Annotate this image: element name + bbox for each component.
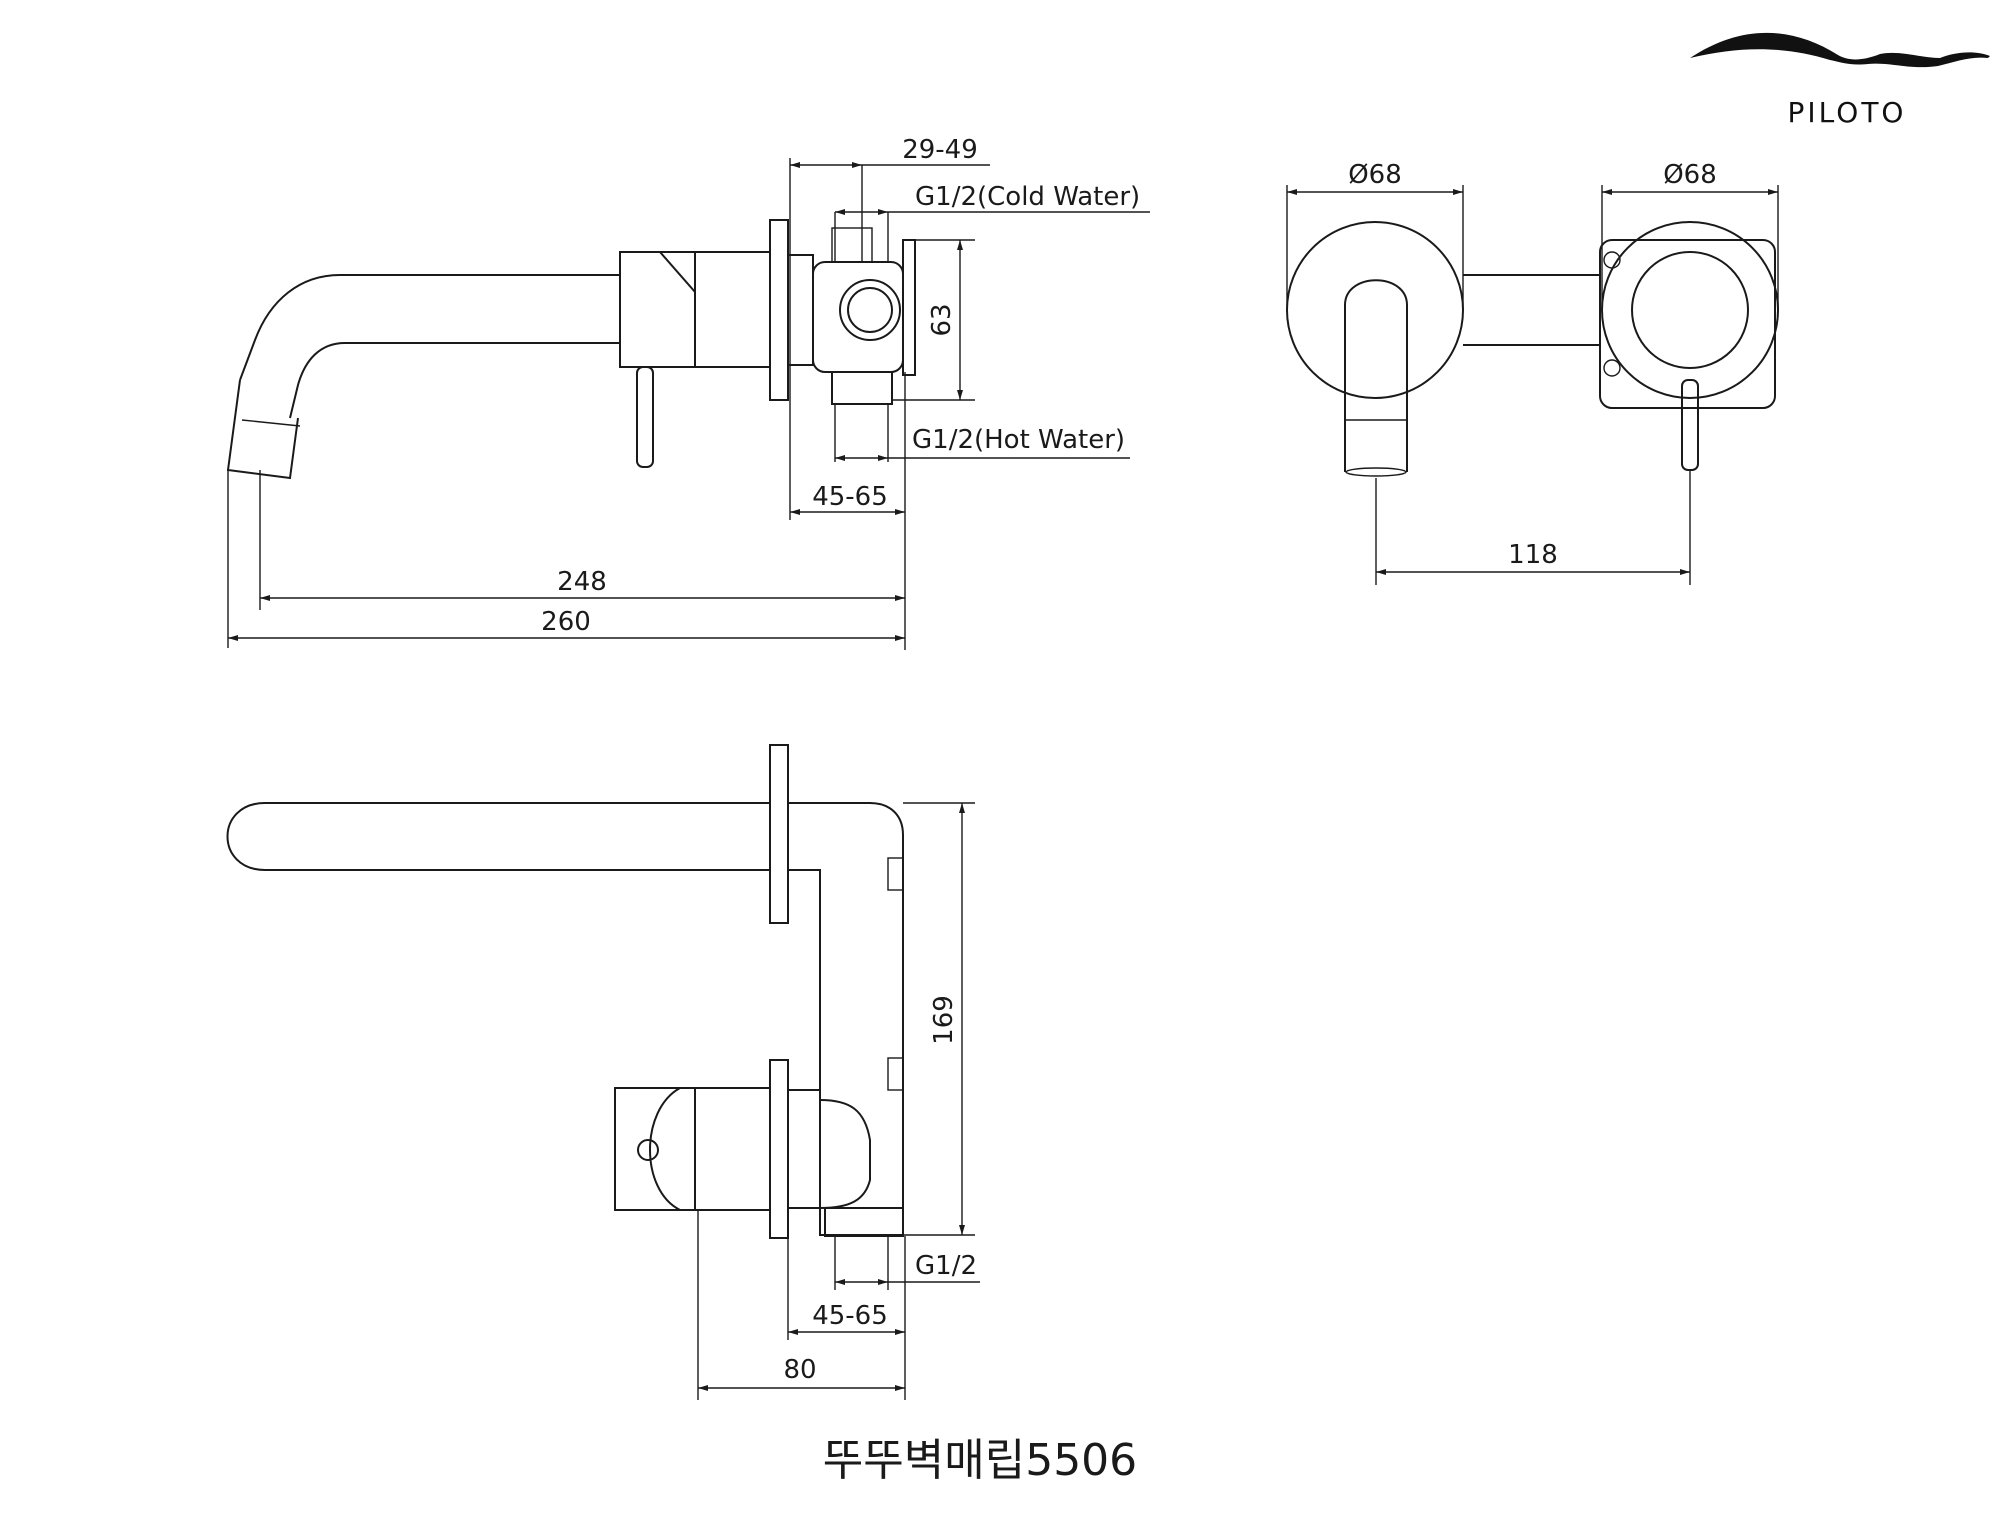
dim-80: 80: [783, 1355, 816, 1385]
logo-wave-icon: [1690, 32, 1990, 68]
dim-63: 63: [927, 303, 957, 336]
product-caption: 뚜뚜벽매립5506: [823, 1435, 1137, 1486]
cold-water-label: G1/2(Cold Water): [915, 182, 1140, 212]
top-view: 169 G1/2 45-65 80: [226, 744, 980, 1400]
diameter-left: Ø68: [1348, 160, 1402, 190]
dim-169: 169: [929, 995, 959, 1045]
diameter-right: Ø68: [1663, 160, 1717, 190]
g12-label: G1/2: [915, 1251, 977, 1281]
piloto-logo: PILOTO: [1690, 32, 1990, 129]
front-view: Ø68 Ø68 118: [1286, 160, 1779, 585]
dim-248: 248: [557, 567, 607, 597]
dim-45-65-side: 45-65: [812, 482, 888, 512]
dim-260: 260: [541, 607, 591, 637]
side-view: 29-49 G1/2(Cold Water) 63 G1/2(Hot Water…: [226, 135, 1150, 650]
brand-name: PILOTO: [1788, 96, 1907, 129]
dim-29-49: 29-49: [902, 135, 978, 165]
dim-118: 118: [1508, 540, 1558, 570]
hot-water-label: G1/2(Hot Water): [912, 425, 1125, 455]
dim-45-65-top: 45-65: [812, 1301, 888, 1331]
